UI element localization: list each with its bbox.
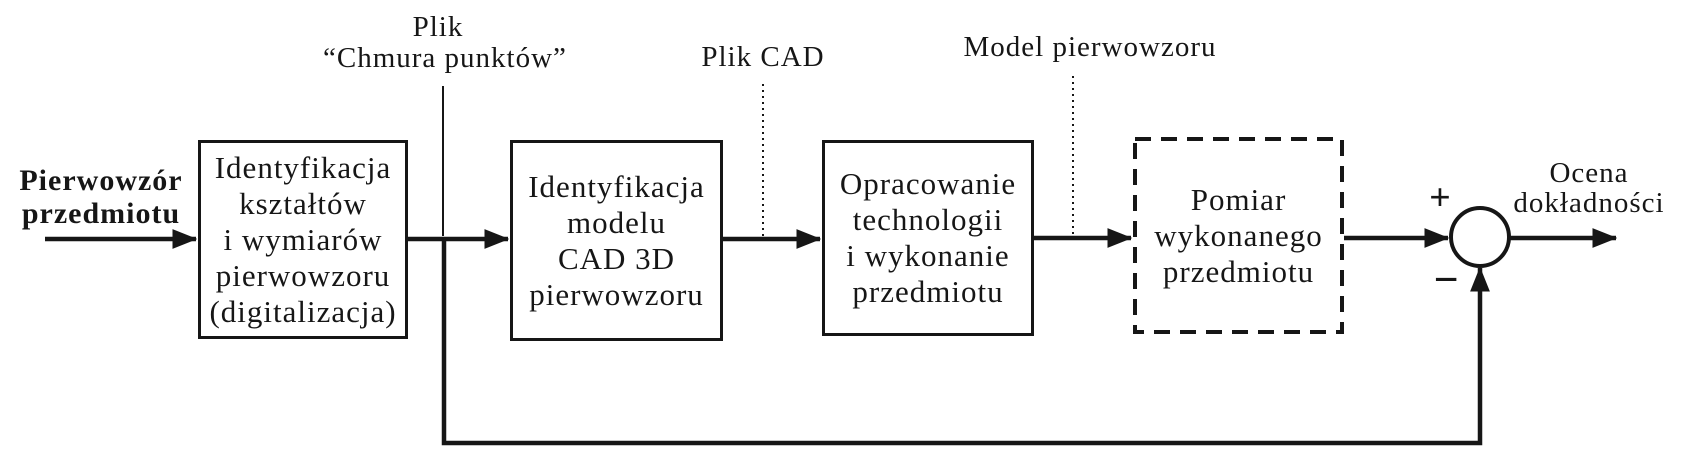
- input-label-line: przedmiotu: [21, 197, 181, 230]
- box-opracowanie-technologii: Opracowanie technologii i wykonanie prze…: [822, 140, 1034, 336]
- box-line: modelu: [567, 204, 666, 240]
- box-line: (digitalizacja): [209, 293, 397, 329]
- box-identyfikacja-ksztaltow: Identyfikacja kształtów i wymiarów pierw…: [198, 140, 408, 339]
- label-plik-chmura-punktow: Plik “Chmura punktów”: [323, 11, 567, 74]
- summing-junction-circle: [1449, 206, 1511, 268]
- box-line: i wykonanie: [846, 238, 1010, 273]
- label-line: Plik: [412, 11, 464, 43]
- box-line: przedmiotu: [1162, 253, 1315, 289]
- feedback-arrow: [441, 239, 1490, 446]
- box-identyfikacja-modelu-cad: Identyfikacja modelu CAD 3D pierwowzoru: [510, 140, 723, 341]
- label-plik-cad: Plik CAD: [688, 42, 838, 73]
- output-label-line: dokładności: [1513, 187, 1665, 219]
- minus-sign: −: [1433, 255, 1459, 304]
- box-line: kształtów: [239, 185, 367, 221]
- input-label-line: Pierwowzór: [19, 164, 183, 197]
- box-line: i wymiarów: [223, 221, 383, 257]
- label-line: Model pierwowzoru: [963, 31, 1217, 63]
- output-label: Ocena dokładności: [1498, 158, 1680, 218]
- label-model-pierwowzoru: Model pierwowzoru: [956, 32, 1224, 63]
- plus-sign: +: [1429, 177, 1451, 219]
- output-label-line: Ocena: [1549, 157, 1629, 189]
- box-line: wykonanego: [1154, 217, 1323, 253]
- box-line: technologii: [852, 202, 1004, 237]
- box-pomiar-wykonanego: Pomiar wykonanego przedmiotu: [1135, 139, 1342, 332]
- box-line: Identyfikacja: [528, 168, 705, 204]
- box-line: CAD 3D: [557, 240, 676, 276]
- label-line: “Chmura punktów”: [323, 42, 567, 74]
- box-line: Opracowanie: [839, 166, 1017, 201]
- pomiar-box-dashed-border: [1133, 137, 1344, 334]
- box-line: pierwowzoru: [529, 276, 704, 312]
- input-label: Pierwowzór przedmiotu: [8, 164, 194, 230]
- box-line: pierwowzoru: [215, 257, 391, 293]
- box-line: Identyfikacja: [214, 149, 392, 185]
- label-line: Plik CAD: [701, 41, 825, 73]
- box-line: Pomiar: [1190, 181, 1287, 217]
- box-line: przedmiotu: [852, 274, 1004, 309]
